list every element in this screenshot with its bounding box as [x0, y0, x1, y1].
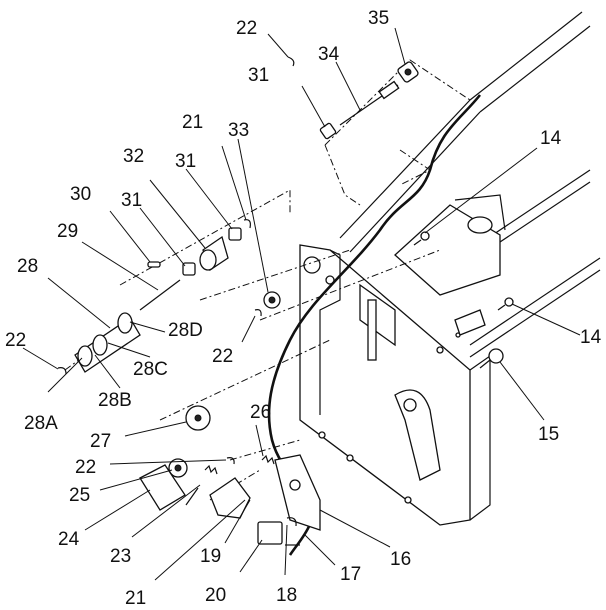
callout-34: 34: [318, 44, 340, 65]
callout-22-lower: 22: [75, 457, 96, 478]
callout-16: 16: [390, 549, 411, 570]
part-20-lever: [210, 478, 250, 518]
callout-31-mid: 31: [175, 151, 196, 172]
callout-31-top: 31: [248, 65, 269, 86]
callout-14-top: 14: [540, 128, 562, 149]
part-14-screw-right: [498, 298, 513, 310]
part-22-clip-lower: [227, 458, 234, 464]
part-30-pin: [148, 262, 160, 267]
callout-29: 29: [57, 221, 78, 242]
callout-18: 18: [276, 585, 297, 606]
part-29-shaft: [140, 280, 180, 310]
callout-22-left: 22: [5, 330, 26, 351]
part-15-screw: [480, 349, 503, 368]
part-17-actuator: [275, 455, 320, 530]
callout-21-top: 21: [182, 112, 203, 133]
part-21-e-ring-upper: [244, 220, 250, 228]
callout-22-mid: 22: [212, 346, 233, 367]
callout-27: 27: [90, 431, 111, 452]
callout-17: 17: [340, 564, 361, 585]
part-31-bushing-upper: [320, 123, 337, 140]
part-32-cam: [200, 237, 228, 270]
part-22-clip-upper: [288, 57, 294, 66]
callout-23: 23: [110, 546, 131, 567]
callout-33: 33: [228, 120, 249, 141]
part-33-gear: [264, 292, 280, 308]
callout-32: 32: [123, 146, 144, 167]
part-26-spring: [262, 456, 274, 464]
callout-28B: 28B: [98, 390, 132, 411]
callout-21-bottom: 21: [125, 588, 146, 609]
callout-28A: 28A: [24, 413, 58, 434]
callout-14-right: 14: [580, 327, 602, 348]
callout-30: 30: [70, 184, 91, 205]
part-22-clip-mid: [255, 310, 261, 316]
callout-20: 19: [200, 546, 221, 567]
callout-24: 24: [58, 529, 80, 550]
part-31-bushing-a: [229, 228, 241, 240]
callout-15: 15: [538, 424, 559, 445]
part-27-gear: [186, 406, 210, 430]
callout-35: 35: [368, 8, 389, 29]
callout-28C: 28C: [133, 359, 168, 380]
callout-28D: 28D: [168, 320, 203, 341]
callout-31-left: 31: [121, 190, 142, 211]
part-31-bushing-b: [183, 263, 195, 275]
callout-25: 25: [69, 485, 90, 506]
upper-bracket: [395, 195, 505, 335]
callout-19: 20: [205, 585, 226, 606]
part-22-clip-left: [58, 368, 66, 374]
callout-28: 28: [17, 256, 38, 277]
part-35-bushing: [397, 61, 419, 83]
callout-26: 26: [250, 402, 271, 423]
callout-22-top: 22: [236, 18, 257, 39]
